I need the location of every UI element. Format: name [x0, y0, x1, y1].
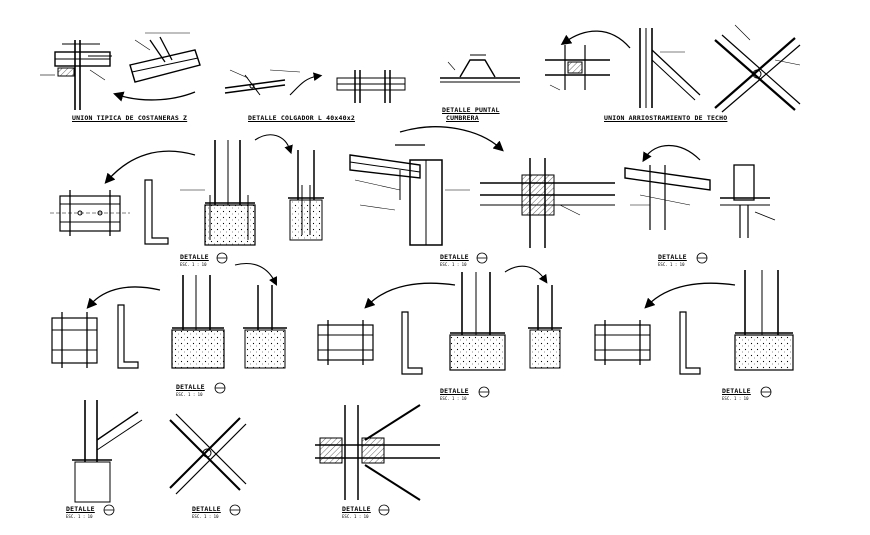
scale-note-3: ESC. 1 : 10 [658, 262, 685, 267]
caption-cumbrera: CUMBRERA [446, 114, 479, 122]
caption-union-costaneras: UNION TIPICA DE COSTANERAS Z [72, 114, 188, 122]
reference-arrow [234, 263, 277, 286]
scale-note-7: ESC. 1 : 10 [66, 514, 93, 519]
beam-column-elevation [480, 158, 615, 248]
reference-arrow [644, 282, 736, 309]
base-plate-plan-1 [50, 190, 130, 236]
scale-note-8: ESC. 1 : 10 [192, 514, 219, 519]
base-plate-plan-2 [51, 312, 98, 368]
detail-markers [103, 252, 772, 516]
costanera-section-detail [40, 40, 112, 110]
reference-arrow [113, 91, 196, 102]
column-base-elevation-3 [449, 272, 506, 371]
column-base-elevation-2 [171, 275, 225, 369]
scale-note-5: ESC. 1 : 10 [440, 396, 467, 401]
scale-note-2: ESC. 1 : 10 [440, 262, 467, 267]
arriostramiento-connection-detail [545, 45, 610, 91]
column-brace-base-detail [72, 400, 143, 503]
caption-detalle-5: DETALLE [440, 387, 469, 395]
reference-arrow [86, 286, 161, 309]
caption-detalle-8: DETALLE [192, 505, 221, 513]
beam-column-moment-connection [349, 144, 470, 246]
purlin-column-detail [624, 165, 711, 230]
reference-arrow [642, 145, 701, 163]
column-base-elevation-4 [734, 270, 794, 371]
scale-note-6: ESC. 1 : 10 [722, 396, 749, 401]
reference-arrow [560, 30, 631, 49]
caption-colgador: DETALLE COLGADOR L 40x40x2 [248, 114, 355, 122]
caption-detalle-4: DETALLE [176, 383, 205, 391]
reference-arrow [504, 265, 548, 284]
colgador-detail [224, 69, 323, 96]
column-base-side-3 [528, 285, 562, 369]
caption-detalle-6: DETALLE [722, 387, 751, 395]
caption-detalle-7: DETALLE [66, 505, 95, 513]
costanera-inclined-detail [129, 32, 201, 83]
arriostramiento-cross-detail [714, 24, 801, 113]
base-plate-plan-4 [594, 320, 651, 365]
arriostramiento-column-detail [639, 28, 701, 108]
reference-arrow [254, 134, 293, 155]
brace-cross-detail-1 [169, 413, 247, 495]
angle-profile-section-2 [117, 304, 139, 369]
caption-detalle-1: DETALLE [180, 253, 209, 261]
reference-arrow [104, 150, 196, 184]
scale-note-4: ESC. 1 : 10 [176, 392, 203, 397]
caption-detalle-2: DETALLE [440, 253, 469, 261]
scale-note-9: ESC. 1 : 10 [342, 514, 369, 519]
caption-puntal: DETALLE PUNTAL [442, 106, 500, 114]
reference-arrow [399, 126, 504, 152]
purlin-section-detail [720, 164, 776, 238]
caption-arriostramiento: UNION ARRIOSTRAMIENTO DE TECHO [604, 114, 728, 122]
angle-profile-section-3 [401, 311, 423, 375]
scale-note-1: ESC. 1 : 10 [180, 262, 207, 267]
column-base-side-1 [288, 150, 324, 241]
column-base-side-2 [243, 285, 287, 369]
caption-detalle-3: DETALLE [658, 253, 687, 261]
brace-cross-detail-2 [315, 404, 440, 501]
angle-profile-section-1 [144, 179, 169, 245]
angle-profile-section-4 [679, 311, 701, 375]
caption-detalle-9: DETALLE [342, 505, 371, 513]
puntal-cumbrera-detail [440, 54, 520, 83]
reference-arrow [364, 282, 456, 309]
base-plate-plan-3 [317, 320, 374, 365]
colgador-section-detail [336, 70, 406, 103]
column-base-elevation-1 [180, 140, 256, 246]
